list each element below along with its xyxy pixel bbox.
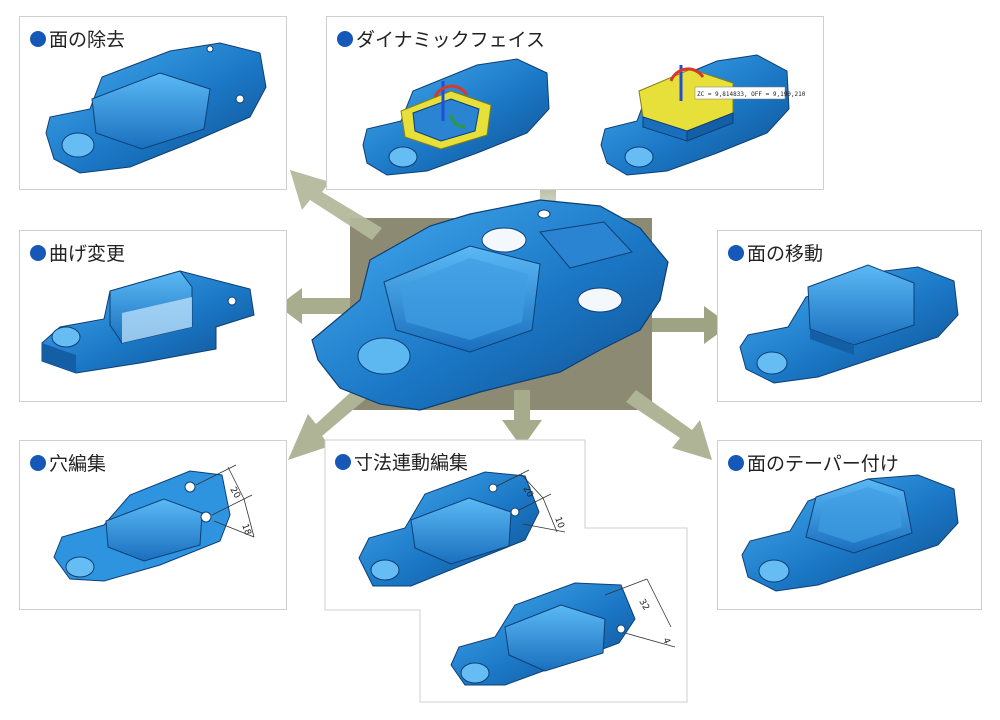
blue-dot-bullet-icon xyxy=(30,454,46,471)
part-illustration xyxy=(741,474,959,592)
panel-title-text: 穴編集 xyxy=(49,453,107,475)
part-illustration xyxy=(41,270,255,374)
blue-dot-bullet-icon xyxy=(30,244,46,261)
panel-title-face-move: 面の移動 xyxy=(728,239,823,266)
arrow-down xyxy=(502,390,542,448)
arrow-down-right xyxy=(626,390,712,460)
panel-title-dimension-edit: 寸法連動編集 xyxy=(335,448,468,475)
panel-dynamic-face: ダイナミックフェイス ZC = 9,814833, OFF = 9,190,21… xyxy=(326,16,824,190)
part-illustration-top: 20 10 xyxy=(358,469,566,587)
panel-title-text: 面のテーパー付け xyxy=(747,453,899,475)
panel-title-face-removal: 面の除去 xyxy=(30,25,125,52)
blue-dot-bullet-icon xyxy=(728,454,744,471)
panel-face-taper: 面のテーパー付け xyxy=(717,440,982,610)
panel-title-text: 面の除去 xyxy=(49,29,126,51)
panel-title-bend-change: 曲げ変更 xyxy=(30,239,125,266)
panel-title-text: 面の移動 xyxy=(747,243,824,265)
panel-title-face-taper: 面のテーパー付け xyxy=(728,449,899,476)
blue-dot-bullet-icon xyxy=(728,244,744,261)
part-illustration: 20 18 xyxy=(53,464,255,582)
arrow-left xyxy=(278,288,350,324)
central-part xyxy=(311,199,669,411)
arrow-down-left xyxy=(288,380,374,460)
arrow-up-left xyxy=(290,170,382,240)
panel-title-hole-edit: 穴編集 xyxy=(30,449,106,476)
part-illustration-before xyxy=(362,58,550,176)
blue-dot-bullet-icon xyxy=(337,30,353,47)
panel-hole-edit: 穴編集 20 18 xyxy=(19,440,287,610)
panel-face-removal: 面の除去 xyxy=(19,16,287,190)
blue-dot-bullet-icon xyxy=(335,453,351,470)
dimension-label: 10 xyxy=(552,516,565,530)
panel-title-text: ダイナミックフェイス xyxy=(356,29,546,51)
dimension-label: 32 xyxy=(636,598,650,613)
part-illustration xyxy=(45,42,267,174)
panel-bend-change: 曲げ変更 xyxy=(19,230,287,402)
dimension-label: 4 xyxy=(660,637,671,646)
part-illustration-bottom: 32 4 xyxy=(450,578,676,686)
panel-title-dynamic-face: ダイナミックフェイス xyxy=(337,25,545,52)
dynamic-face-readout: ZC = 9,814833, OFF = 9,190,210 xyxy=(697,91,806,98)
panel-dimension-edit: 寸法連動編集 20 10 32 4 xyxy=(325,440,687,702)
arrow-right xyxy=(652,306,730,344)
panel-title-text: 曲げ変更 xyxy=(49,243,126,265)
part-illustration xyxy=(739,264,959,384)
panel-face-move: 面の移動 xyxy=(717,230,982,402)
blue-dot-bullet-icon xyxy=(30,30,46,47)
part-illustration-after: ZC = 9,814833, OFF = 9,190,210 xyxy=(600,54,806,176)
dimension-label: 18 xyxy=(239,523,252,537)
panel-title-text: 寸法連動編集 xyxy=(354,452,469,474)
